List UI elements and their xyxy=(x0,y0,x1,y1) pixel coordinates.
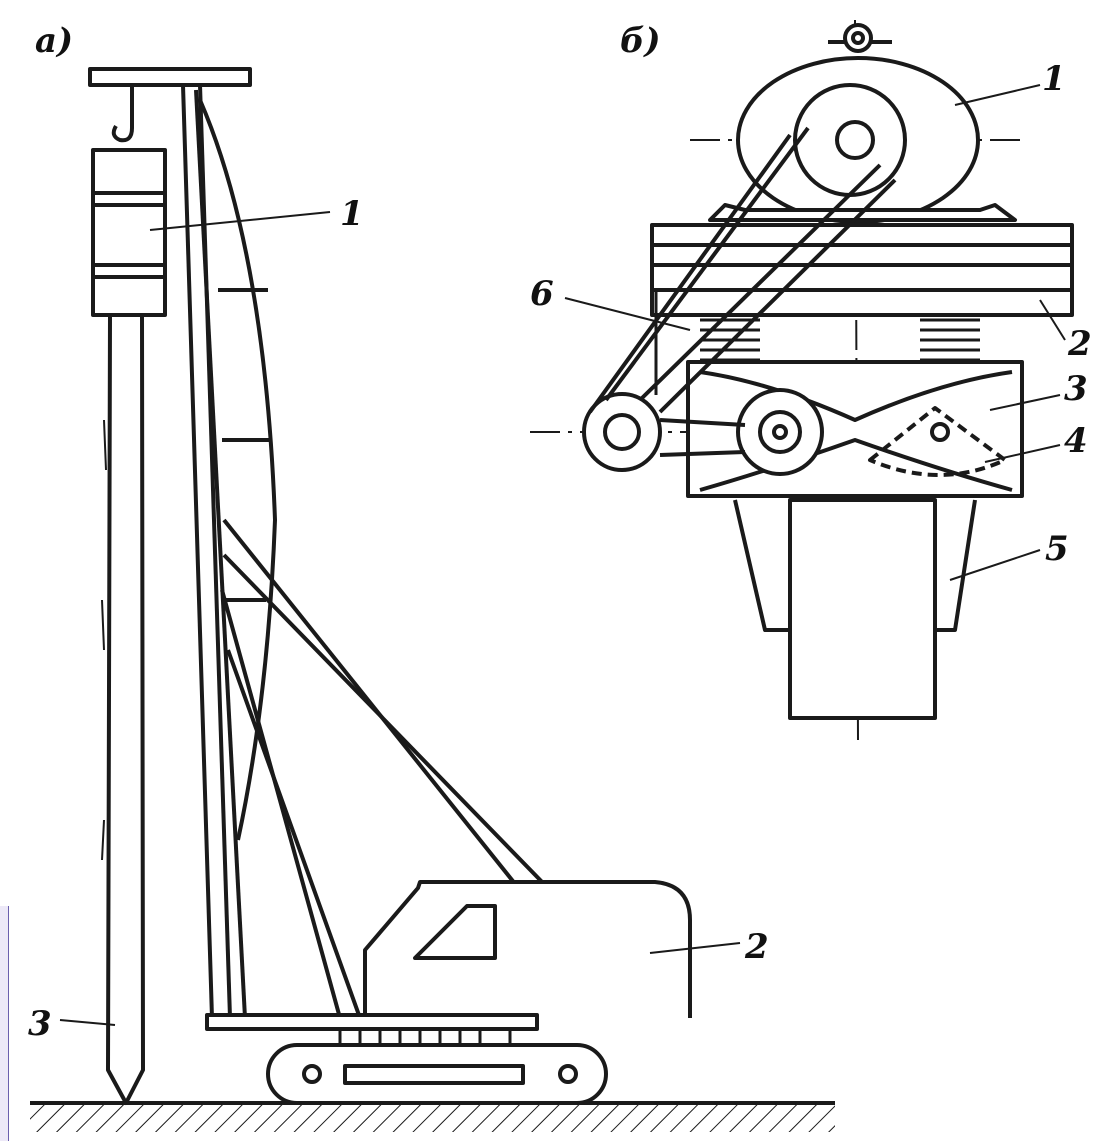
panel-b-vibrator xyxy=(530,19,1074,741)
slide-edge-strip xyxy=(0,906,9,1141)
pile-clamp xyxy=(733,498,977,720)
lifting-eye xyxy=(828,23,892,53)
top-plate xyxy=(650,203,1074,317)
mast xyxy=(181,84,277,1019)
callout-b-2: 2 xyxy=(1067,324,1092,364)
callout-b-4: 4 xyxy=(1064,421,1088,461)
support-strut xyxy=(222,518,547,892)
belt-drive xyxy=(582,126,897,472)
panel-a-pile-driver xyxy=(30,67,835,1132)
hammer xyxy=(91,148,167,317)
callout-a-3: 3 xyxy=(28,1004,52,1044)
base-machine-cabin xyxy=(363,880,692,1018)
track-rollers xyxy=(338,1027,512,1047)
springs xyxy=(654,290,980,395)
callout-leaders-b xyxy=(564,84,1066,581)
brace-strut xyxy=(220,589,362,1019)
callout-a-1: 1 xyxy=(340,194,364,234)
mast-top-cap xyxy=(88,67,252,87)
platform xyxy=(205,1013,539,1031)
hook xyxy=(111,85,134,143)
panel-label-b: б) xyxy=(620,21,661,61)
callout-a-2: 2 xyxy=(744,927,769,967)
ground-hatch xyxy=(30,1101,835,1132)
pile xyxy=(106,314,145,1105)
callout-b-6: 6 xyxy=(530,274,554,314)
callout-b-3: 3 xyxy=(1064,369,1088,409)
vibrator-body xyxy=(686,360,1024,498)
callout-b-5: 5 xyxy=(1045,529,1069,569)
electric-motor xyxy=(736,56,980,224)
callout-b-1: 1 xyxy=(1042,59,1066,99)
crawler-track xyxy=(266,1043,608,1105)
panel-label-a: а) xyxy=(35,21,73,61)
callout-leaders-a xyxy=(59,211,741,1026)
